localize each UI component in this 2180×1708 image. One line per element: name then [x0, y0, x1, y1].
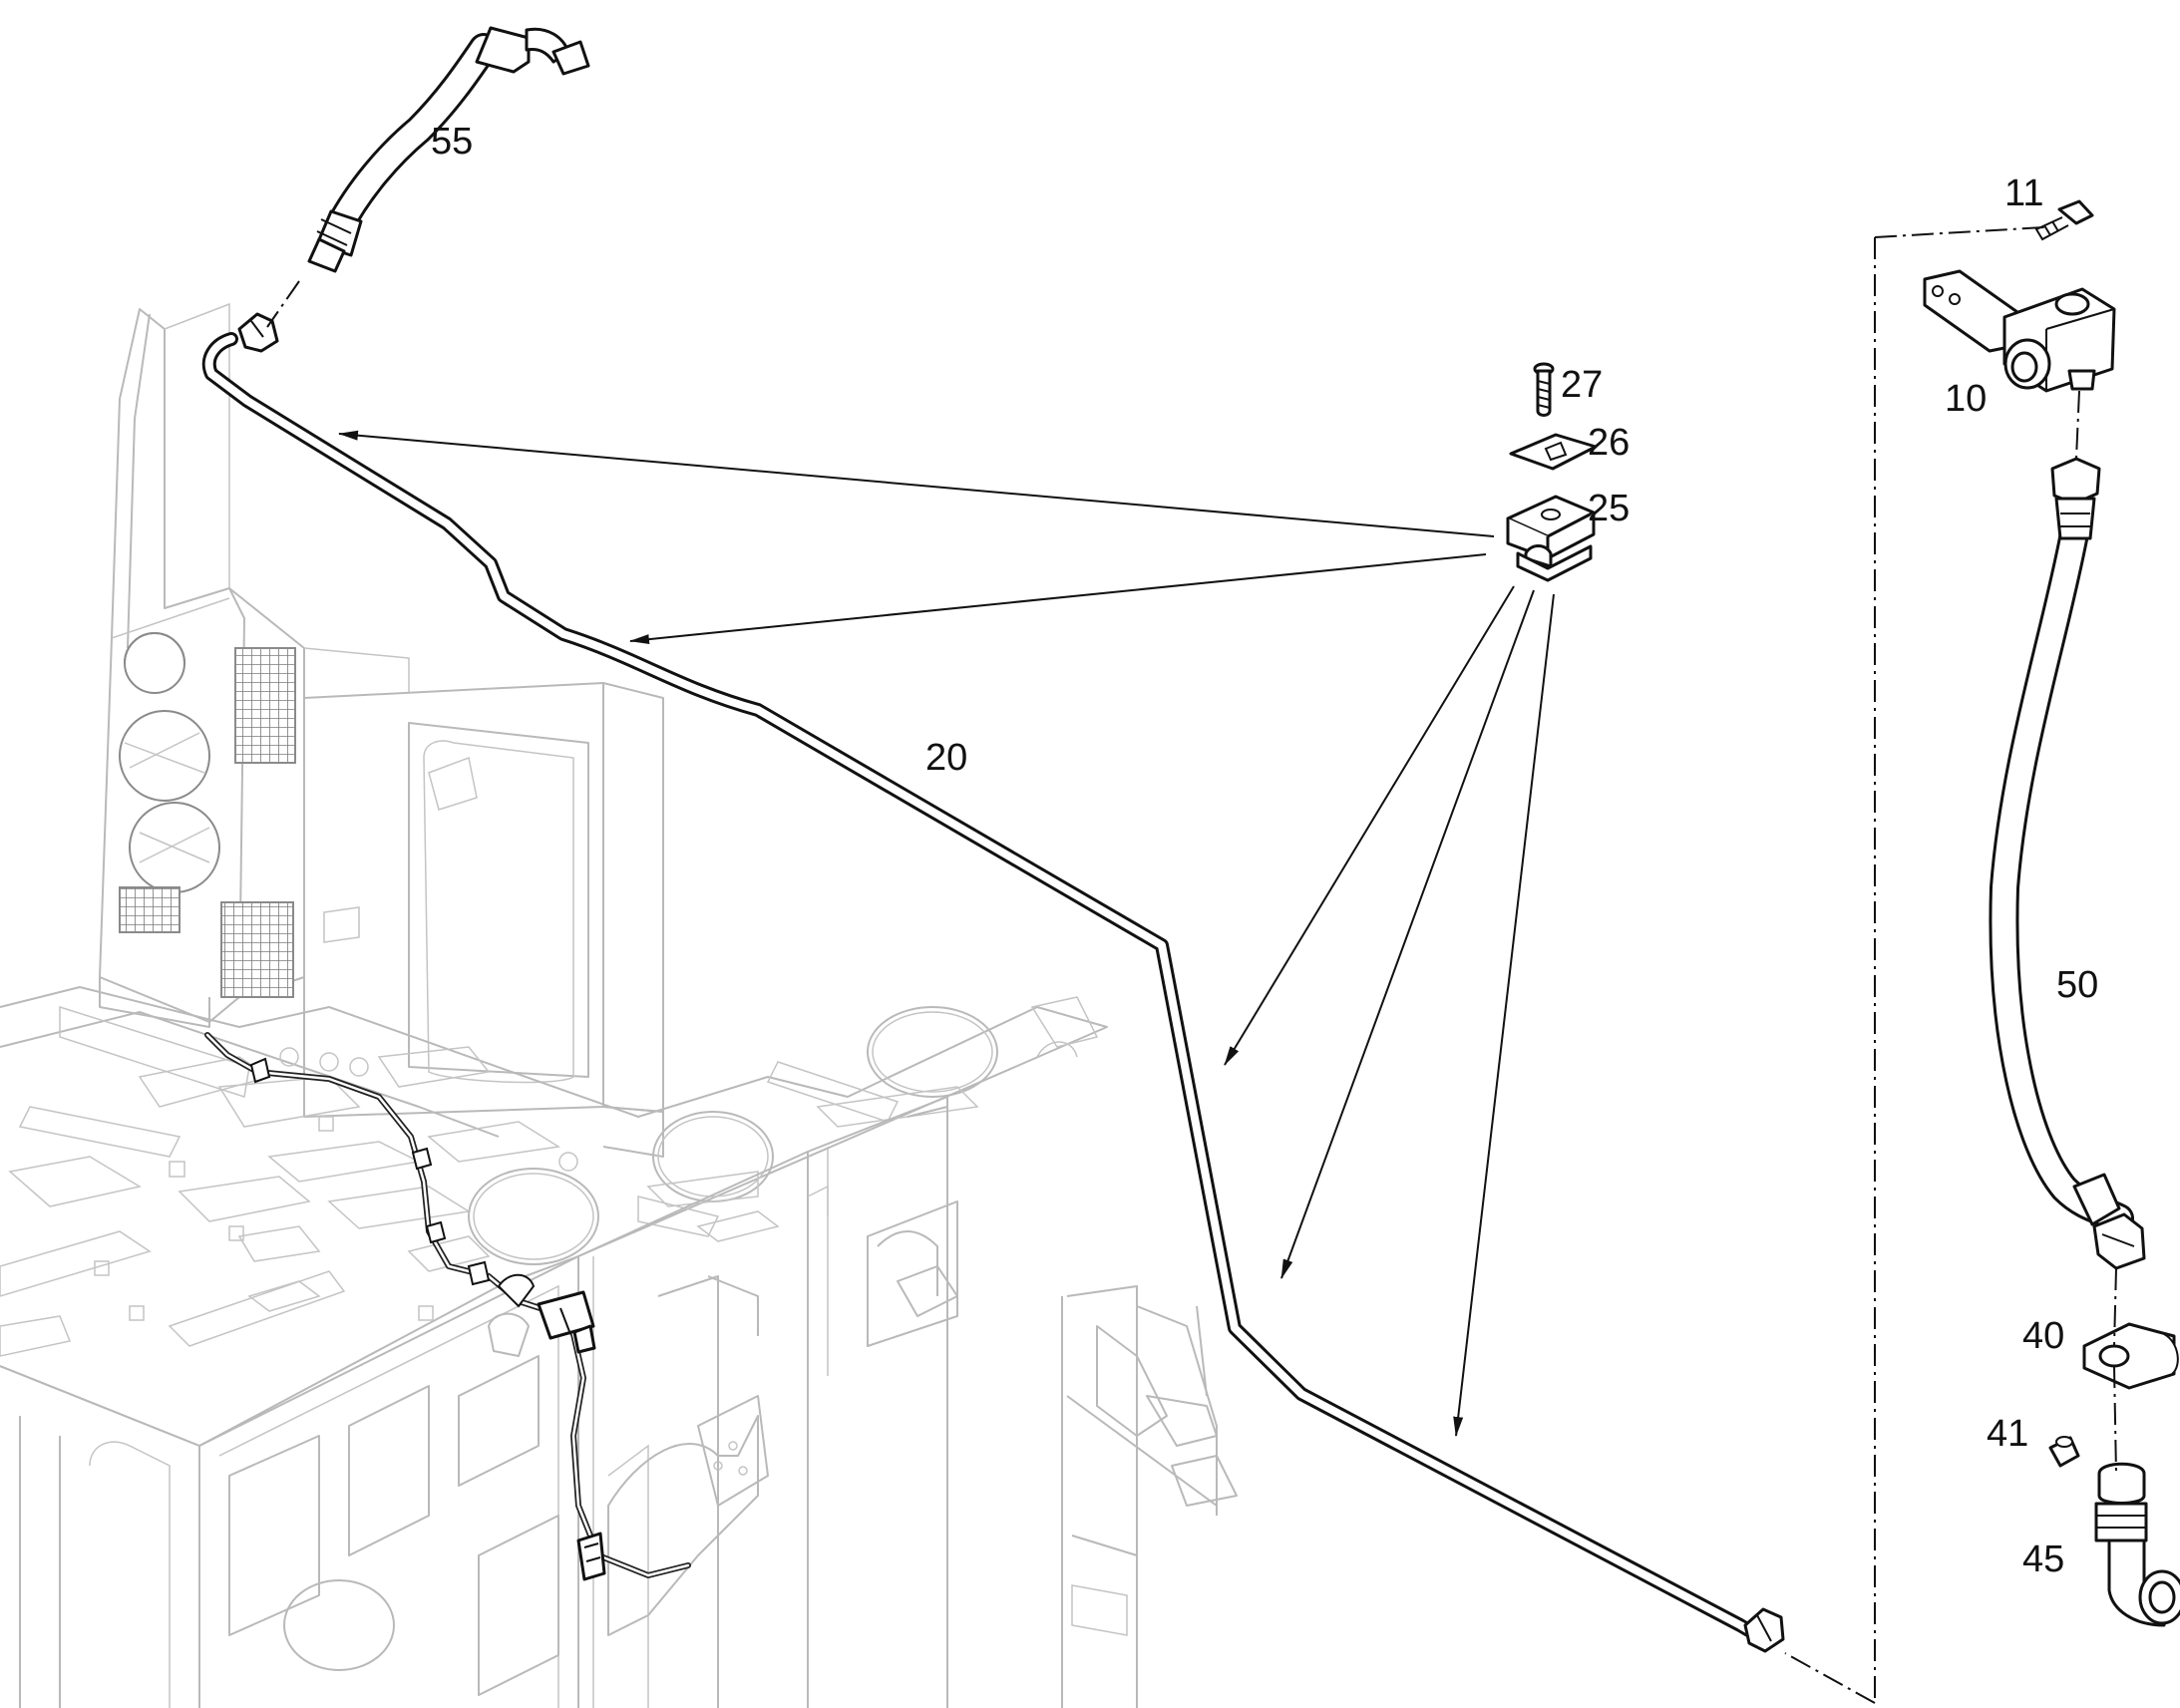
- hose-50: [1989, 457, 2146, 1270]
- callout-11: 11: [2004, 172, 2043, 214]
- plug-41: [2048, 1436, 2080, 1468]
- leader-25-to-tube-riser-lower: [1280, 589, 1535, 1279]
- bracket-40: [2082, 1322, 2179, 1390]
- callout-10: 10: [1945, 378, 1987, 420]
- assembly-centerlines: [266, 226, 2117, 1704]
- callout-50: 50: [2056, 964, 2098, 1006]
- machine-frame: [0, 302, 1238, 1708]
- hose-50-upper-fitting: [2050, 457, 2101, 540]
- bolt-11: [2034, 199, 2094, 241]
- leader-25-to-tube-lower: [1453, 593, 1555, 1437]
- callout-20: 20: [925, 737, 967, 779]
- hose-50-lower-fitting: [2072, 1173, 2146, 1270]
- mounting-block-10: [1923, 269, 2116, 393]
- callout-40: 40: [2022, 1315, 2064, 1357]
- callout-25: 25: [1588, 488, 1630, 529]
- tube-20: [201, 312, 1785, 1653]
- leader-25-to-tube-middle: [629, 553, 1487, 645]
- callout-41: 41: [1987, 1413, 2028, 1455]
- tube-20-upper-nut: [237, 312, 279, 353]
- callout-45: 45: [2022, 1538, 2064, 1580]
- hose-55-upper-elbow: [475, 26, 590, 76]
- screw-27: [1533, 362, 1555, 417]
- callout-27: 27: [1561, 364, 1603, 406]
- callout-55: 55: [431, 121, 473, 163]
- callout-26: 26: [1588, 422, 1630, 464]
- washer-26: [1509, 433, 1598, 471]
- elbow-fitting-45: [2094, 1462, 2180, 1627]
- hose-55-lower-fitting: [307, 209, 363, 273]
- tube-20-lower-nut: [1743, 1607, 1785, 1653]
- clamp-25: [1506, 495, 1596, 582]
- wire-harness: [204, 1032, 691, 1581]
- leader-25-to-tube-riser-upper: [1224, 585, 1515, 1066]
- hose-55: [307, 26, 590, 273]
- leader-lines: [338, 430, 1555, 1437]
- callout-labels: 55 11 10 27 26 25 20 50 40 41 45: [431, 121, 2098, 1580]
- leader-25-to-tube-upper: [338, 430, 1495, 537]
